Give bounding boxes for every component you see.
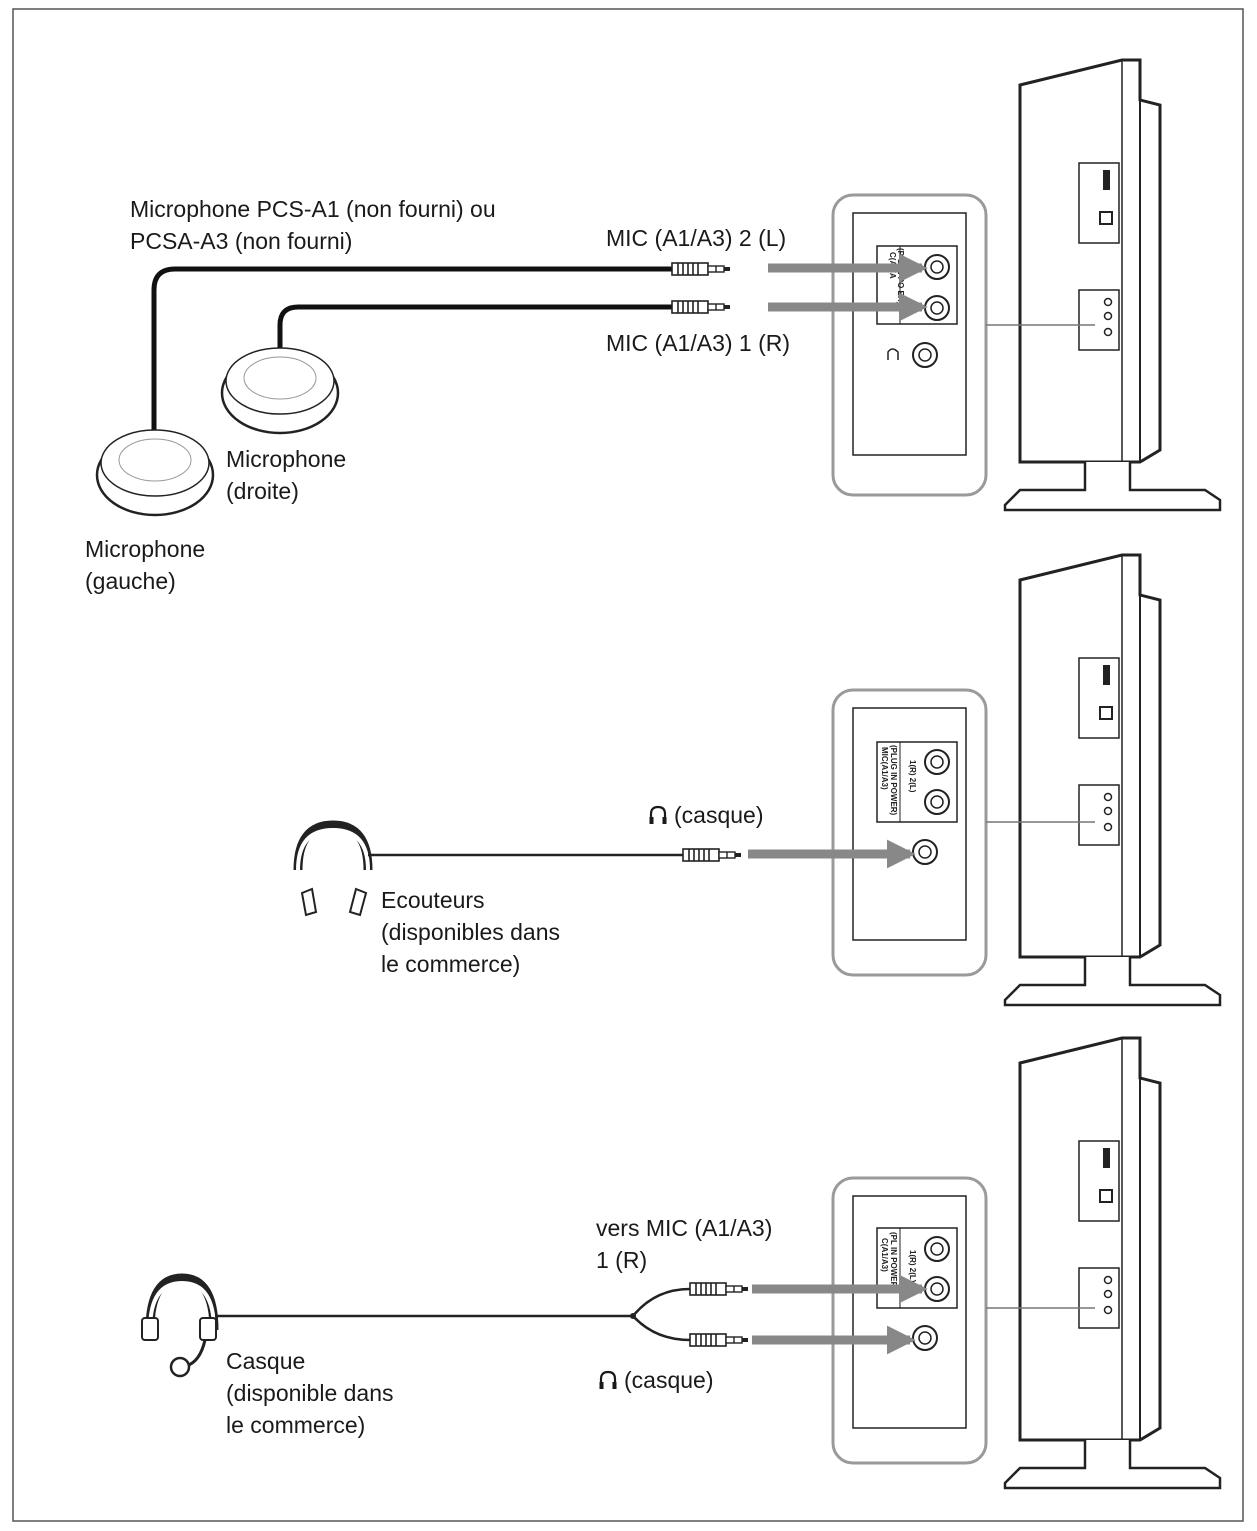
headset-split-headphone xyxy=(632,1315,691,1342)
mic1-plug xyxy=(671,300,731,314)
monitor-icon xyxy=(1003,58,1222,512)
monitor-icon xyxy=(1003,1036,1222,1490)
headphone-plug xyxy=(682,848,742,862)
headset-icon xyxy=(141,1273,219,1378)
mic-left-label: Microphone (gauche) xyxy=(85,536,206,594)
panel-label-top: MIC(A1/A3) xyxy=(880,747,889,790)
mic2-plug xyxy=(671,262,731,276)
panel-label-mid: (PL IN POWER) xyxy=(889,1232,898,1290)
earphones-icon xyxy=(293,820,373,917)
mic-right-cable xyxy=(277,304,672,350)
mic-target-label: vers MIC (A1/A3) 1 (R) xyxy=(596,1215,773,1273)
headphone-jack-label: (casque) xyxy=(648,799,763,831)
mic-left-cable xyxy=(151,266,672,440)
page-frame xyxy=(12,8,1244,1522)
microphone-icon xyxy=(220,347,340,435)
mic-plug xyxy=(689,1282,749,1296)
earphones-label: Ecouteurs (disponibles dans le commerce) xyxy=(381,887,561,977)
panel-label-bottom: (P G IN PO ER) xyxy=(896,248,905,305)
headphone-icon xyxy=(649,805,667,824)
microphone-icon xyxy=(95,429,215,517)
monitor-icon xyxy=(1003,553,1222,1007)
headphone-jack-label: (casque) xyxy=(598,1364,713,1396)
mic-model-label: Microphone PCS-A1 (non fourni) ou PCSA-A… xyxy=(130,196,496,254)
headphone-plug xyxy=(689,1333,749,1347)
panel-earphones: MIC(A1/A3) (PLUG IN POWER) 1(R) 2(L) xyxy=(293,553,1222,1007)
mic2-label: MIC (A1/A3) 2 (L) xyxy=(606,225,787,251)
panel-label-mid: (PLUG IN POWER) xyxy=(889,745,898,816)
panel-headset: C(A1/A3) (PL IN POWER) 1(R) 2(L) xyxy=(141,1036,1222,1490)
headphone-icon xyxy=(599,1370,617,1389)
headset-split-mic xyxy=(632,1287,691,1317)
panel-microphones: C(A1/A (P G IN PO ER) xyxy=(95,58,1222,517)
headset-label: Casque (disponible dans le commerce) xyxy=(226,1348,394,1438)
panel-label-top: C(A1/A3) xyxy=(880,1238,889,1272)
mic-right-label: Microphone (droite) xyxy=(226,446,347,504)
panel-label-bottom: 1(R) 2(L) xyxy=(908,1250,917,1283)
panel-label-bottom: 1(R) 2(L) xyxy=(908,760,917,793)
mic1-label: MIC (A1/A3) 1 (R) xyxy=(606,330,791,356)
